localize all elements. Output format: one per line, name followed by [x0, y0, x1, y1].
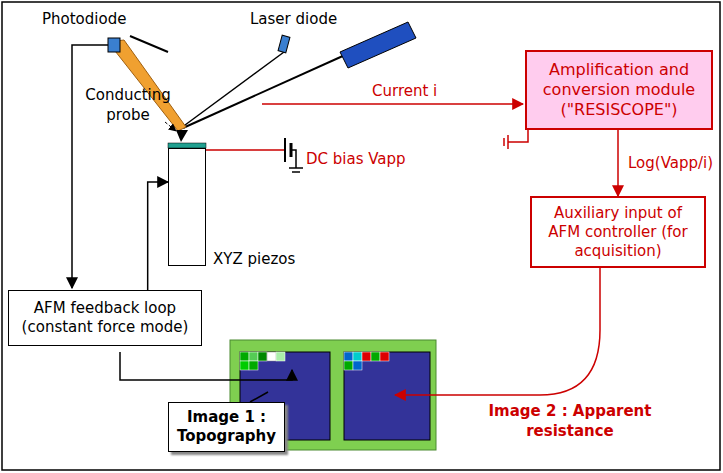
- leader-line: [250, 392, 268, 402]
- process-box: AFM feedback loop (constant force mode): [8, 290, 202, 346]
- probe-tip: [176, 130, 188, 142]
- laser-diode-symbol: [278, 35, 290, 53]
- ground-symbol: [507, 135, 509, 149]
- leader-line: [165, 122, 176, 131]
- current-wire: [262, 103, 523, 105]
- ground-symbol: [289, 167, 303, 169]
- module-box: Amplification and conversion module ("RE…: [525, 50, 713, 130]
- edge-label: Log(Vapp/i): [626, 154, 715, 172]
- image-wire: [395, 262, 600, 395]
- node-text: AFM feedback loop (constant force mode): [15, 299, 195, 337]
- image-wire: [120, 352, 292, 380]
- probe-holder: [340, 22, 416, 68]
- piezo-stack: XYZ piezos: [168, 148, 206, 266]
- battery-symbol: [284, 138, 286, 162]
- cantilever: [183, 55, 345, 128]
- photodiode-symbol: [108, 38, 120, 52]
- signal-name: DC bias Vapp: [306, 150, 406, 170]
- bias-input: [508, 128, 528, 142]
- ground-symbol: [292, 171, 300, 173]
- ground-wire: [291, 150, 296, 168]
- part-name: Laser diode: [250, 10, 337, 30]
- bias-wire: [206, 148, 285, 150]
- node-text: Auxiliary input of AFM controller (for a…: [538, 204, 698, 260]
- node-text: XYZ piezos: [213, 250, 295, 269]
- part-name: Conducting probe: [80, 86, 176, 125]
- ground-symbol: [503, 138, 505, 146]
- input-box: Auxiliary input of AFM controller (for a…: [530, 196, 706, 268]
- connector: [617, 130, 619, 196]
- resistance-image: [344, 352, 430, 440]
- signal-wire: [72, 45, 108, 288]
- signal-name: Current i: [372, 82, 437, 102]
- connector: [148, 182, 168, 290]
- node-text: Amplification and conversion module ("RE…: [533, 60, 705, 120]
- pixels: [240, 352, 389, 370]
- part-name: Photodiode: [42, 10, 126, 30]
- mirror: [130, 36, 168, 52]
- image-caption: Image 2 : Apparent resistance: [470, 402, 670, 441]
- caption-box: Image 1 : Topography: [168, 402, 285, 452]
- node-text: Image 1 : Topography: [173, 408, 280, 446]
